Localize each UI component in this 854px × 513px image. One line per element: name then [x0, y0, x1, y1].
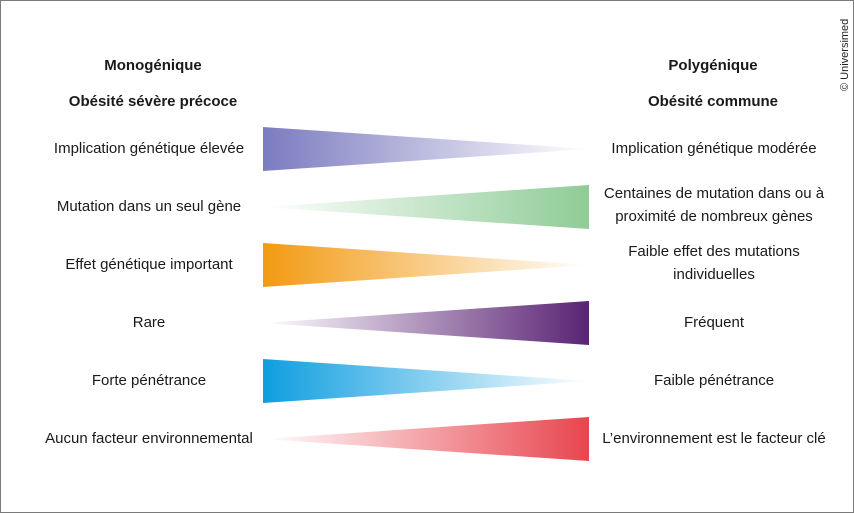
copyright-credit: © Universimed	[839, 18, 851, 91]
gradient-wedge	[263, 243, 589, 287]
gradient-wedge	[263, 301, 589, 345]
row-left-label: Effet génétique important	[65, 256, 233, 273]
row-right-label: individuelles	[673, 266, 755, 283]
right-subtitle: Obésité commune	[647, 93, 779, 110]
row-left-label: Rare	[132, 314, 166, 331]
gradient-wedge	[263, 185, 589, 229]
row-right-label: Fréquent	[683, 314, 745, 331]
row-right-label: L’environnement est le facteur clé	[602, 430, 826, 447]
left-title: Monogénique	[104, 57, 202, 74]
row-right-label: Implication génétique modérée	[611, 140, 817, 157]
row-right-label: Centaines de mutation dans ou à	[603, 185, 825, 202]
left-subtitle: Obésité sévère précoce	[68, 93, 238, 110]
gradient-wedge	[263, 417, 589, 461]
row-right-label: Faible pénétrance	[653, 372, 775, 389]
right-title: Polygénique	[668, 57, 758, 74]
gradient-wedge	[263, 359, 589, 403]
row-right-label: proximité de nombreux gènes	[615, 208, 813, 225]
row-left-label: Mutation dans un seul gène	[56, 198, 242, 215]
row-right-label: Faible effet des mutations	[628, 243, 800, 260]
row-left-label: Implication génétique élevée	[53, 140, 245, 157]
row-left-label: Aucun facteur environnemental	[45, 430, 253, 447]
gradient-wedge	[263, 127, 589, 171]
row-left-label: Forte pénétrance	[91, 372, 207, 389]
